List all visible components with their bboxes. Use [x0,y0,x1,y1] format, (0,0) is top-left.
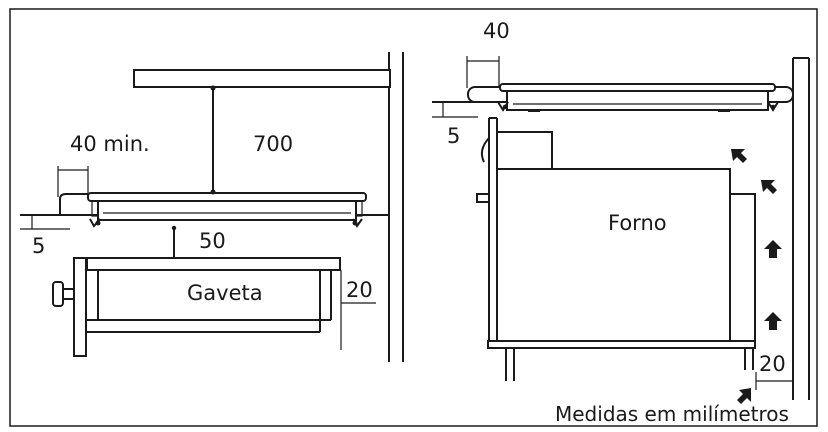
right-cabinet-side [476,117,498,345]
right-worktop-offset-label: 5 [447,124,460,148]
airflow-arrow-icon [737,388,751,404]
drawer-gap-label: 50 [199,229,226,253]
oven-label: Forno [608,211,667,235]
hood-clearance-dimension: 700 [210,85,293,195]
hood-clearance-label: 700 [253,132,293,156]
left-cooktop [87,192,367,228]
min-side-clearance-dimension: 40 min. [57,132,150,197]
oven: Forno [496,168,731,342]
hood-cabinet [133,69,391,88]
units-caption: Medidas em milímetros [555,402,789,426]
right-bottom-gap-label: 20 [759,352,786,376]
right-bottom-gap-dimension: 20 [755,352,793,390]
left-worktop-offset-dimension: 5 [20,215,70,258]
diagram-frame [9,8,818,427]
airflow-arrow-icon [764,312,782,330]
drawer: Gaveta [86,257,341,333]
left-view: 700 40 min. 5 50 Gave [20,52,404,362]
right-cooktop [497,83,779,112]
oven-control-panel [480,131,553,171]
left-worktop-offset-label: 5 [32,234,45,258]
drawer-front-with-handle [52,257,87,357]
right-side-clearance-label: 40 [483,19,510,43]
airflow-arrow-icon [764,240,782,258]
airflow-arrow-icon [731,149,747,163]
drawer-label: Gaveta [187,281,263,305]
min-side-clearance-label: 40 min. [70,132,150,156]
right-worktop-offset-dimension: 5 [432,102,478,148]
right-side-clearance-dimension: 40 [466,19,510,88]
oven-base [487,340,756,381]
left-rear-gap-label: 20 [346,278,373,302]
drawer-gap-dimension: 50 [171,225,226,258]
oven-back-plate [729,193,756,342]
left-rear-gap-dimension: 20 [340,270,376,350]
airflow-arrow-icon [761,180,777,194]
left-wall [388,52,404,362]
airflow-arrows [731,149,782,404]
right-wall [792,57,810,400]
right-view: 40 5 [432,19,810,404]
